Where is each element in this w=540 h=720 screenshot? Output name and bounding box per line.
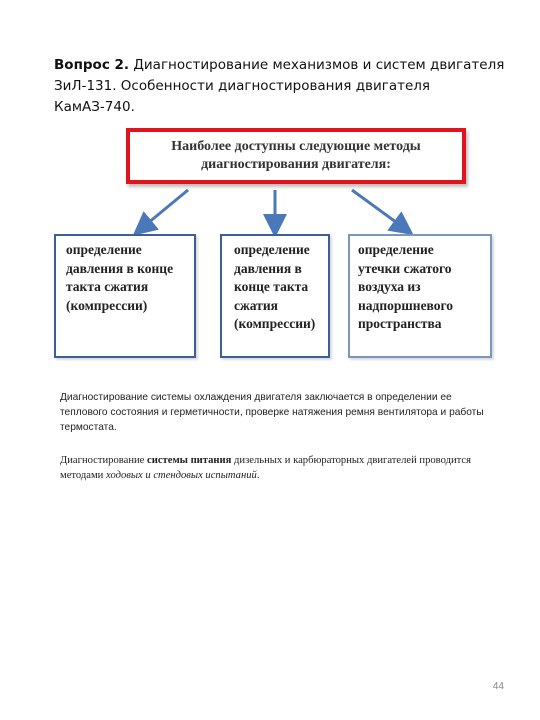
question-title-line2: ЗиЛ-131. Особенности диагностирования дв…: [54, 78, 431, 115]
method-2-line: сжатия: [234, 297, 278, 313]
method-3-line: пространства: [358, 316, 442, 331]
method-1-line: (компрессии): [66, 297, 148, 313]
para2-bold-term: системы питания: [147, 455, 232, 466]
method-1-line: определение: [66, 242, 142, 257]
method-2-line: конце такта: [234, 279, 309, 294]
page-number: 44: [492, 681, 504, 692]
para2-text: дизельных и карбюраторных двигателей про…: [60, 455, 472, 481]
method-2-line: давления в: [234, 260, 302, 276]
method-3-line: определение: [358, 242, 434, 257]
arrow-right: [351, 188, 414, 236]
method-1-line: давления в конце: [66, 260, 174, 276]
question-title-line1: Диагностирование механизмов и систем дви…: [129, 57, 505, 73]
methods-summary-box: Наиболее доступны следующие методы диагн…: [126, 128, 466, 184]
method-box-1: определение давления в конце такта сжати…: [54, 234, 196, 358]
method-1-line: такта сжатия: [66, 279, 149, 294]
method-box-3: определение утечки сжатого воздуха из на…: [348, 234, 492, 358]
arrow-left: [132, 188, 189, 236]
para2-italic-term: ходовых и стендовых испытаний: [106, 470, 257, 481]
para2-text: .: [256, 470, 260, 481]
summary-line-1: Наиболее доступны следующие методы: [171, 139, 421, 154]
fuel-system-paragraph: Диагностирование системы питания дизельн…: [60, 453, 490, 483]
question-label: Вопрос 2.: [54, 57, 130, 73]
method-2-line: (компрессии): [234, 316, 316, 331]
method-2-line: определение: [234, 242, 310, 257]
cooling-system-paragraph: Диагностирование системы охлаждения двиг…: [60, 392, 484, 433]
method-3-line: надпоршневого: [358, 297, 454, 313]
method-3-line: воздуха из: [358, 279, 421, 294]
method-box-2: определение давления в конце такта сжати…: [220, 234, 330, 358]
para2-text: Диагностирование: [60, 455, 148, 466]
question-heading: Вопрос 2. Диагностирование механизмов и …: [54, 55, 514, 118]
method-3-line: утечки сжатого: [358, 260, 452, 276]
summary-line-2: диагностирования двигателя:: [201, 157, 391, 172]
